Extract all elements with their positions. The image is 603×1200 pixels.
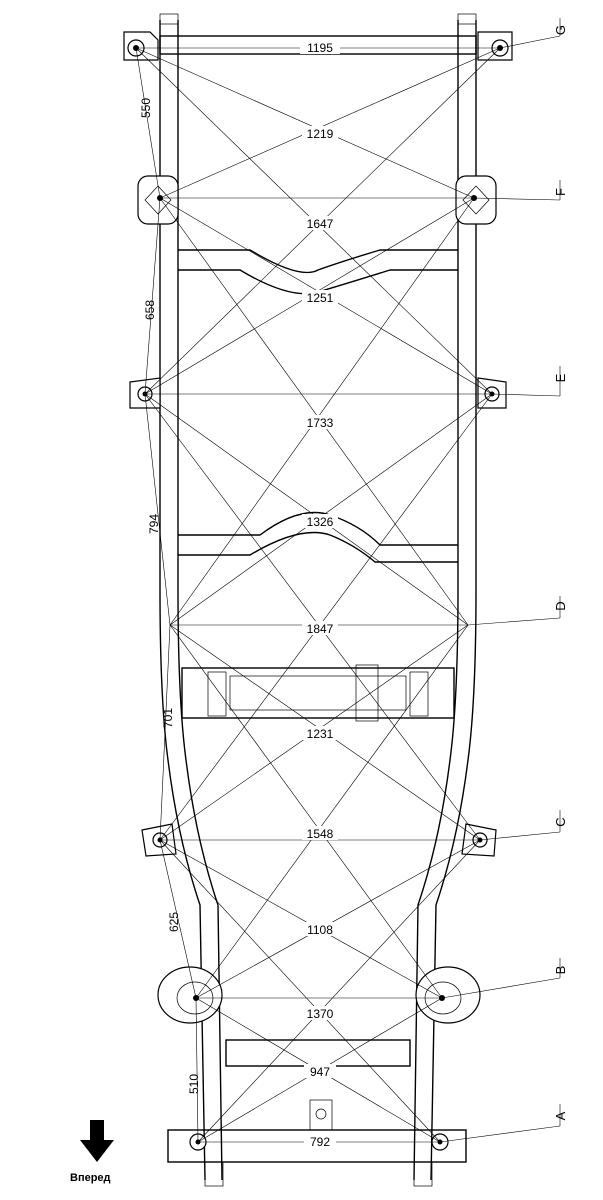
- point-label-d: D: [553, 601, 568, 610]
- dim-width-f: 1251: [307, 291, 334, 305]
- dim-diag-e: 1733: [307, 416, 334, 430]
- dim-diag-b: 1370: [307, 1007, 334, 1021]
- dim-side-gf: 550: [139, 98, 153, 118]
- direction-label: Вперед: [70, 1172, 111, 1184]
- dim-width-e: 1326: [307, 515, 334, 529]
- body-mounts: [123, 31, 513, 1151]
- dim-side-dc: 701: [161, 708, 175, 728]
- dim-diag-c: 1548: [307, 827, 334, 841]
- point-labels: G F E D C B A: [553, 18, 568, 1126]
- mount-e-right: [477, 377, 507, 409]
- dim-width-c: 1108: [307, 923, 333, 937]
- dim-width-b: 947: [310, 1065, 330, 1079]
- point-label-c: C: [553, 817, 568, 826]
- point-label-b: B: [553, 966, 568, 975]
- dimension-labels: 1195 1219 1647 1251 1733 1326 1847 1231 …: [139, 40, 340, 1149]
- dim-side-fe: 658: [143, 300, 157, 320]
- dim-diag-f: 1647: [307, 217, 334, 231]
- dim-diag-d: 1847: [307, 622, 334, 636]
- mount-b-right: [415, 966, 481, 1024]
- down-arrow-icon: [80, 1120, 114, 1162]
- mount-f-right: [455, 175, 497, 225]
- dim-width-front: 792: [310, 1135, 330, 1149]
- dim-width-d: 1231: [307, 727, 334, 741]
- point-label-f: F: [553, 188, 568, 196]
- dim-side-cb: 625: [167, 912, 181, 932]
- dim-width-rear: 1195: [307, 41, 333, 55]
- dim-side-ba: 510: [187, 1074, 201, 1094]
- mount-f-left: [137, 175, 179, 225]
- point-label-e: E: [553, 373, 568, 382]
- point-label-a: A: [553, 1111, 568, 1120]
- mount-g-right: [477, 31, 513, 61]
- point-label-g: G: [553, 25, 568, 35]
- dim-diag-g: 1219: [307, 127, 334, 141]
- dim-side-ed: 794: [147, 514, 161, 534]
- mount-b-left: [157, 966, 223, 1024]
